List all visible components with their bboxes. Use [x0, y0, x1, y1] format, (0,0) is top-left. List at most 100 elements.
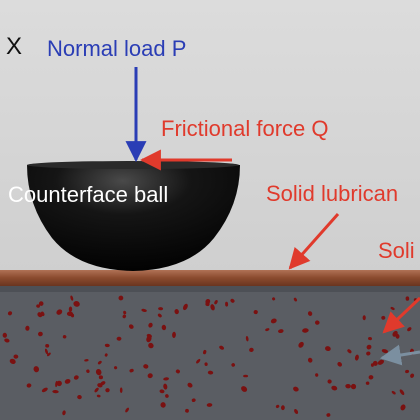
lubricant-particle: [410, 373, 415, 378]
lubricant-particle: [331, 385, 338, 391]
lubricant-particle: [148, 322, 153, 328]
lubricant-particle: [315, 373, 319, 377]
particles-pointer-arrow: [382, 296, 420, 334]
lubricant-particle: [77, 394, 82, 400]
lubricant-particle: [38, 331, 43, 337]
lubricant-particle: [400, 404, 406, 411]
lubricant-particle: [86, 369, 90, 373]
lubricant-particle: [315, 320, 320, 325]
lubricant-particle: [104, 343, 110, 348]
lubricant-particle: [45, 343, 50, 348]
lubricant-particle: [118, 295, 124, 301]
solid-lubricant-film: [0, 270, 420, 286]
embedded-particles: [2, 295, 418, 417]
lubricant-particle: [265, 328, 270, 332]
lubricant-particle: [100, 381, 106, 386]
lubricant-particle: [159, 389, 165, 394]
lubricant-particle: [214, 300, 218, 305]
lubricant-particle: [94, 387, 99, 393]
lubricant-particle: [66, 311, 74, 317]
lubricant-particle: [52, 389, 59, 394]
lubricant-particle: [70, 295, 74, 301]
lubricant-particle: [405, 369, 410, 374]
lubricant-particle: [294, 409, 299, 414]
lubricant-particle: [225, 301, 229, 307]
lubricant-particle: [33, 366, 40, 373]
lubricant-particle: [157, 313, 162, 318]
lubricant-particle: [230, 298, 235, 303]
lubricant-particle: [98, 375, 103, 380]
lubricant-particle: [62, 335, 67, 339]
lubricant-particle: [2, 332, 8, 338]
lubricant-particle: [350, 383, 357, 390]
lubricant-particle: [206, 403, 213, 407]
lubricant-particle: [245, 336, 249, 342]
lubricant-particle: [148, 342, 154, 349]
counterface-ball-label: Counterface ball: [8, 182, 169, 207]
lubricant-particle: [9, 358, 16, 365]
lubricant-particle: [84, 359, 89, 362]
lubricant-particle: [13, 354, 19, 359]
lubricant-particle: [272, 297, 276, 301]
lubricant-particle: [391, 390, 396, 395]
lubricant-particle: [123, 310, 127, 315]
lubricant-particle: [96, 394, 101, 398]
lubricant-particle: [207, 370, 214, 375]
lubricant-particle: [368, 336, 372, 341]
solid-lubricant-label: Solid lubrican: [266, 181, 399, 206]
axis-marker-x: X: [6, 33, 23, 60]
lubricant-particle: [128, 324, 134, 329]
lubricant-particle: [366, 351, 371, 356]
lubricant-particle: [172, 331, 176, 338]
lubricant-particle: [187, 382, 193, 388]
lubricant-particle: [36, 304, 40, 308]
frictional-force-label: Frictional force Q: [161, 116, 329, 141]
lubricant-particle: [95, 368, 102, 376]
lubricant-particle: [362, 315, 366, 321]
lubricant-particle: [73, 301, 80, 307]
lubricant-particle: [44, 348, 49, 355]
lubricant-particle: [372, 360, 378, 366]
lubricant-film-pointer-arrow: [288, 213, 340, 270]
lubricant-particle: [241, 386, 248, 392]
lubricant-particle: [366, 344, 372, 350]
lubricant-particle: [293, 297, 297, 302]
lubricant-particle: [205, 298, 211, 305]
lubricant-particle: [158, 307, 164, 311]
lubricant-particle: [64, 378, 71, 384]
lubricant-particle: [73, 375, 79, 380]
lubricant-particle: [354, 354, 359, 361]
lubricant-particle: [182, 303, 188, 311]
lubricant-particle: [219, 345, 225, 350]
ball-top-rim: [27, 161, 239, 169]
counterface-ball: [27, 165, 240, 271]
lubricant-particle: [40, 311, 45, 317]
lubricant-particle: [345, 383, 351, 389]
lubricant-particle: [368, 375, 374, 380]
lubricant-particle: [337, 361, 343, 367]
lubricant-particle: [113, 366, 118, 370]
lubricant-particle: [293, 386, 299, 392]
substrate-block: [0, 286, 420, 420]
lubricant-particle: [62, 410, 66, 416]
lubricant-particle: [327, 379, 332, 384]
lubricant-particle: [231, 363, 235, 367]
lubricant-particle: [307, 311, 313, 316]
lubricant-particle: [119, 387, 123, 394]
lubricant-particle: [249, 347, 254, 353]
lubricant-particle: [365, 381, 370, 385]
lubricant-particle: [325, 346, 331, 352]
lubricant-particle: [47, 352, 51, 357]
lubricant-particle: [175, 369, 180, 374]
lubricant-particle: [405, 296, 410, 301]
lubricant-particle: [68, 306, 73, 312]
lubricant-particle: [7, 311, 13, 316]
lubricant-particle: [104, 353, 108, 357]
solid-particles-label: Soli: [378, 238, 415, 263]
substrate-pointer-arrow: [379, 344, 420, 366]
lubricant-particle: [191, 398, 196, 403]
lubricant-particle: [165, 394, 169, 398]
lubricant-particle: [203, 349, 207, 355]
